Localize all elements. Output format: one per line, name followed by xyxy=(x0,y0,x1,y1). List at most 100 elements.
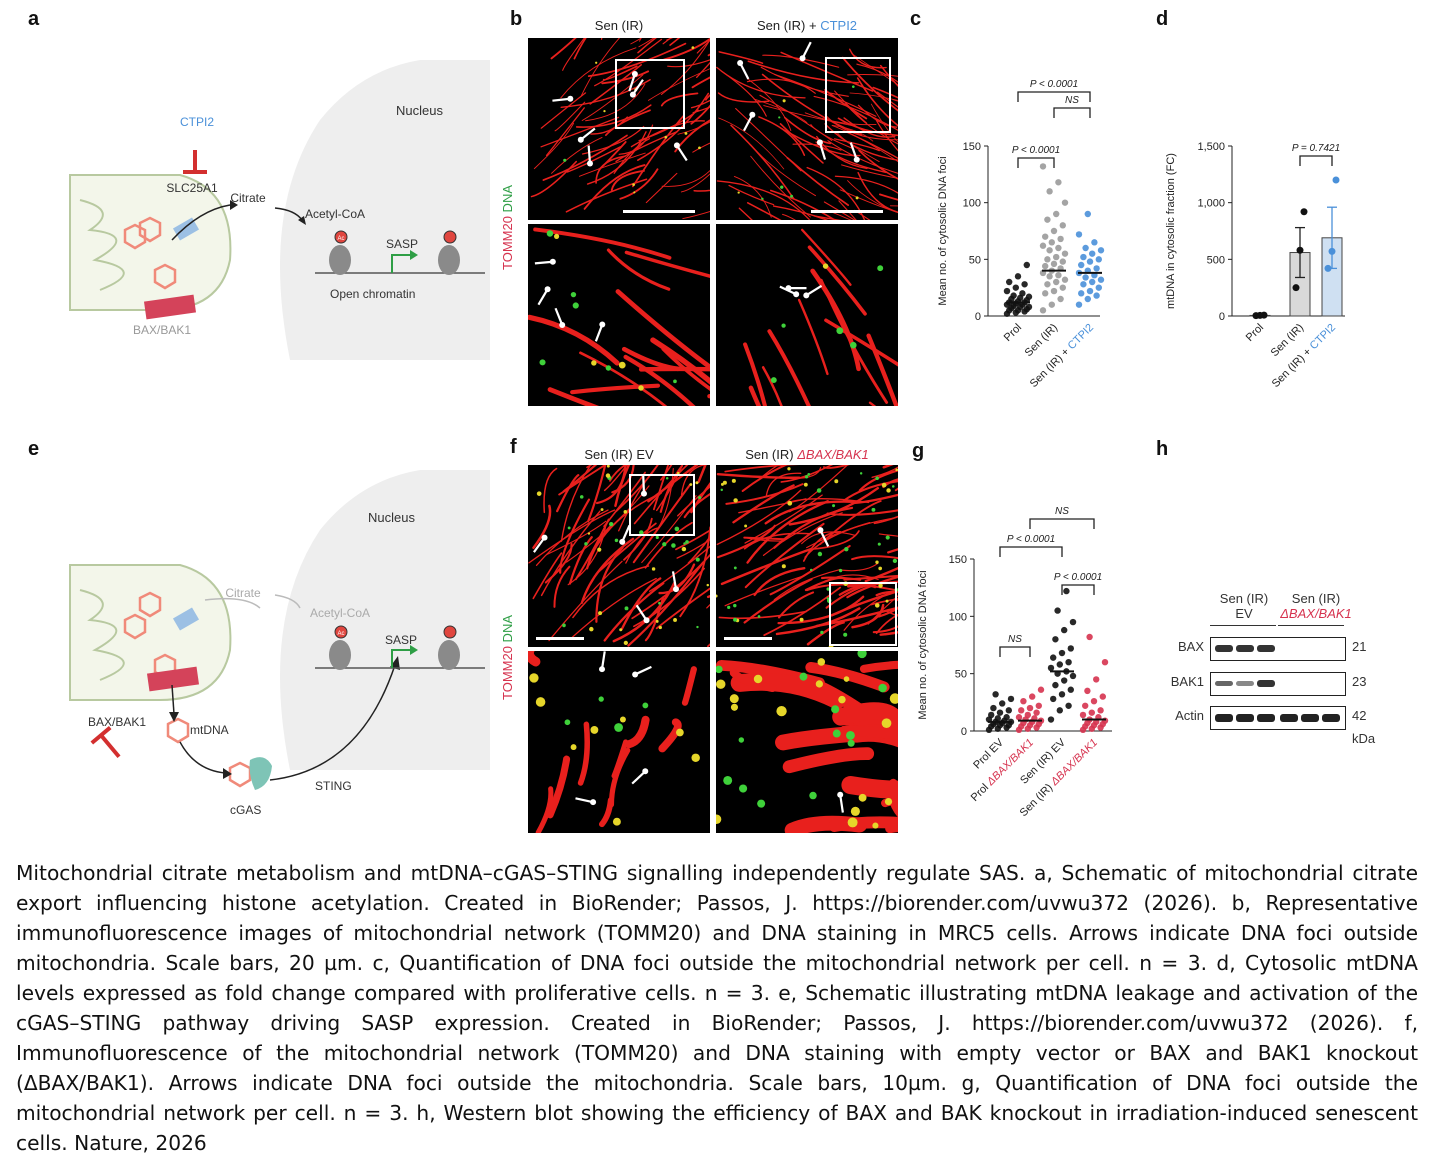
data-point xyxy=(1325,265,1332,272)
mito-filament xyxy=(719,612,806,619)
data-point xyxy=(1084,688,1090,694)
dna-focus xyxy=(790,195,793,198)
panel-f-col2-header: Sen (IR) ΔBAX/BAK1 xyxy=(716,447,898,462)
data-point xyxy=(1063,588,1069,594)
data-point xyxy=(1062,250,1068,256)
dna-focus xyxy=(568,526,571,529)
mito-filament xyxy=(864,664,898,668)
data-point xyxy=(1046,247,1052,253)
dna-focus xyxy=(739,737,744,742)
data-point xyxy=(1082,245,1088,251)
mito-filament xyxy=(641,369,710,370)
micrograph-f-ev-overview xyxy=(528,465,710,647)
dna-focus xyxy=(827,597,829,599)
data-point xyxy=(1082,703,1088,709)
sasp-label: SASP xyxy=(386,237,418,251)
data-point xyxy=(1080,281,1086,287)
dna-focus xyxy=(691,754,699,762)
arrow-indicator-icon xyxy=(744,112,755,131)
blot-kda: 21 xyxy=(1352,639,1366,654)
micrograph-b-ctpi2-zoom xyxy=(716,224,898,406)
nucleosome-icon xyxy=(329,245,351,275)
arrow-indicator-icon xyxy=(599,651,605,672)
data-point xyxy=(1061,627,1067,633)
data-point xyxy=(1065,703,1071,709)
mito-filament xyxy=(842,165,898,181)
data-point xyxy=(1102,717,1108,723)
mito-filament xyxy=(620,169,657,199)
dna-focus xyxy=(662,542,666,546)
dna-focus xyxy=(619,628,622,631)
citrate-label: Citrate xyxy=(230,191,266,205)
data-point xyxy=(1044,216,1050,222)
data-point xyxy=(1098,247,1104,253)
dna-focus xyxy=(638,385,643,390)
dna-focus xyxy=(878,583,882,587)
data-point xyxy=(1093,292,1099,298)
dna-focus xyxy=(810,569,812,571)
dna-focus xyxy=(591,360,596,365)
data-point xyxy=(1016,714,1022,720)
significance-label: P < 0.0001 xyxy=(1054,572,1102,583)
dna-focus xyxy=(859,794,867,802)
dna-focus xyxy=(875,477,879,481)
mito-filament xyxy=(858,173,898,212)
mito-filament xyxy=(709,394,710,399)
data-point xyxy=(1055,179,1061,185)
dna-focus xyxy=(890,693,898,704)
data-point xyxy=(1068,687,1074,693)
mito-filament xyxy=(717,67,805,97)
blot-kda: 23 xyxy=(1352,674,1366,689)
mito-filament xyxy=(825,90,866,118)
dna-focus xyxy=(882,718,892,728)
mito-filament xyxy=(667,38,710,40)
data-point xyxy=(1029,693,1035,699)
dna-focus xyxy=(625,606,629,610)
mitochondrion-shape xyxy=(70,175,230,310)
data-point xyxy=(1091,698,1097,704)
dna-focus xyxy=(757,800,765,808)
data-point xyxy=(1333,177,1340,184)
dna-focus xyxy=(589,627,593,631)
panel-label-g: g xyxy=(912,440,924,463)
cgas-icon xyxy=(250,757,272,790)
ac-label: Ac xyxy=(337,631,344,637)
data-point xyxy=(1076,301,1082,307)
significance-label: NS xyxy=(1065,95,1079,106)
data-point xyxy=(1003,714,1009,720)
blot-row-label: BAX xyxy=(1170,639,1204,654)
mito-filament xyxy=(547,521,606,554)
dna-focus xyxy=(818,552,822,556)
dna-focus xyxy=(730,694,739,703)
panel-label-c: c xyxy=(910,8,921,31)
dna-focus xyxy=(675,527,680,532)
dna-focus xyxy=(721,489,723,491)
data-point xyxy=(1087,258,1093,264)
mito-filament xyxy=(662,722,678,748)
mito-filament xyxy=(577,105,651,127)
dna-focus xyxy=(685,132,688,135)
data-point xyxy=(1060,258,1066,264)
x-tick-label: Prol xyxy=(1002,322,1024,344)
blot-unit: kDa xyxy=(1352,731,1375,746)
x-tick-label-part: Sen (IR) xyxy=(1018,779,1058,819)
data-point xyxy=(1059,691,1065,697)
dna-focus xyxy=(783,99,786,102)
mito-filament xyxy=(802,230,850,285)
mtdna-label: mtDNA xyxy=(190,723,229,737)
mito-filament xyxy=(547,108,585,156)
mito-filament xyxy=(848,181,898,220)
dna-focus xyxy=(860,472,862,474)
data-point xyxy=(1062,277,1068,283)
data-point xyxy=(1080,712,1086,718)
data-point xyxy=(1093,265,1099,271)
data-point xyxy=(1057,296,1063,302)
dna-focus xyxy=(671,543,676,548)
y-axis-label: Mean no. of cytosolic DNA foci xyxy=(917,570,929,719)
acetyl-coa-label: Acetyl-CoA xyxy=(305,207,365,221)
data-point xyxy=(1102,659,1108,665)
western-blot: Sen (IR)EV Sen (IR)ΔBAX/BAK1 BAX 21 BAK1… xyxy=(1170,585,1400,775)
data-point xyxy=(1098,277,1104,283)
panel-b-ylabel: TOMM20 DNA xyxy=(500,185,515,270)
